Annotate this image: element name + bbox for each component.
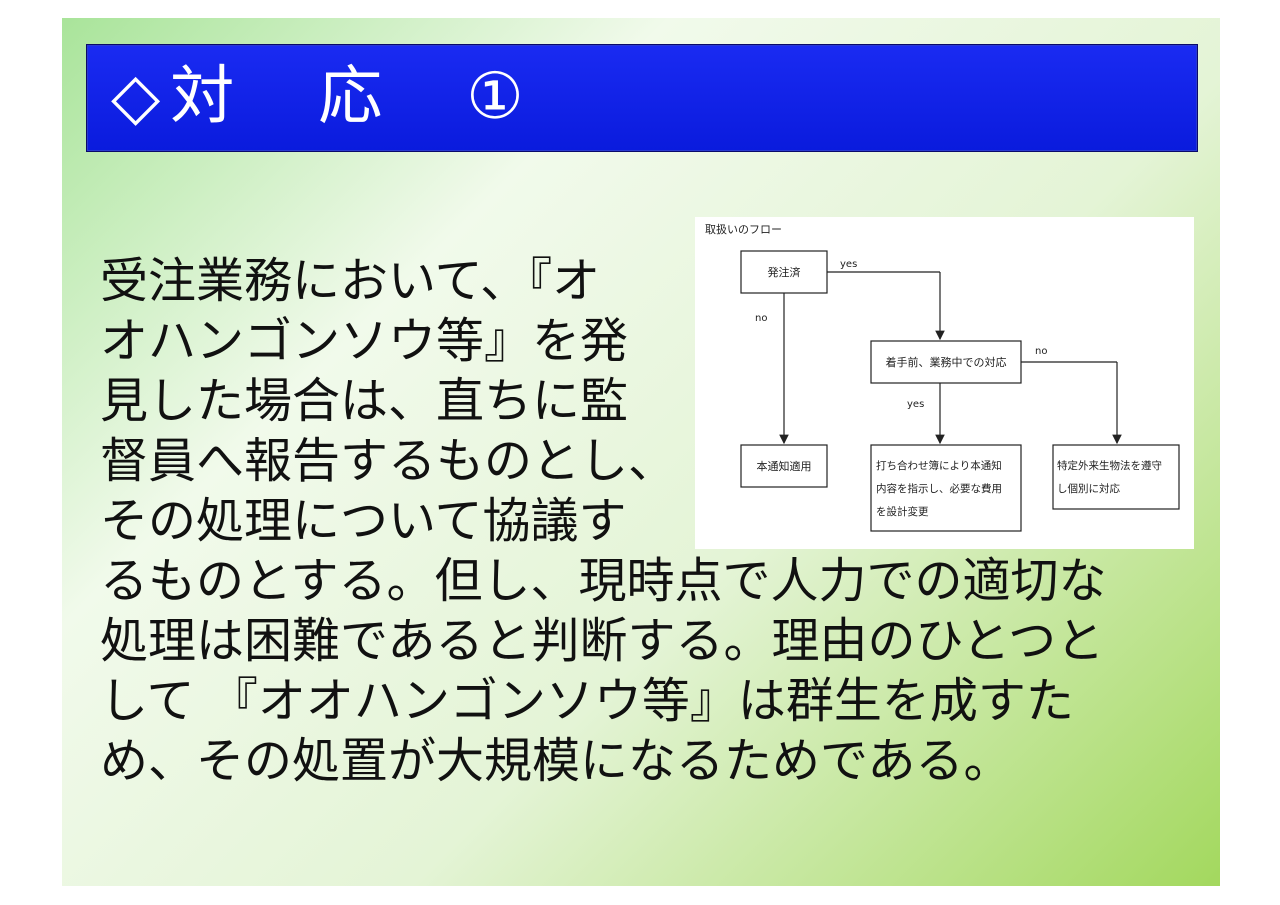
node-meeting-line1: 打ち合わせ簿により本通知 — [876, 459, 1002, 472]
body-line: して 『オオハンゴンソウ等』は群生を成すた — [100, 673, 1074, 729]
node-in-progress-label: 着手前、業務中での対応 — [886, 355, 1007, 369]
node-meeting-line2: 内容を指示し、必要な費用 — [876, 482, 1002, 495]
node-not-applicable — [740, 444, 828, 488]
flowchart: 取扱いのフロー 発注済 yes no 着手前、業務中での対応 no yes 本 — [695, 217, 1194, 549]
node-ordered-label: 発注済 — [768, 265, 801, 279]
node-alien-line2: し個別に対応 — [1057, 482, 1120, 495]
body-line: るものとする。但し、現時点で人力での適切な — [100, 553, 1107, 609]
title-bar: ◇対 応 ① — [86, 44, 1198, 152]
node-meeting — [870, 444, 1022, 532]
node-alien — [1052, 444, 1180, 510]
label-no-1: no — [755, 313, 767, 324]
node-meeting-line3: を設計変更 — [876, 505, 929, 518]
node-alien-line1: 特定外来生物法を遵守 — [1057, 459, 1162, 472]
body-line: 督員へ報告するものとし、 — [100, 433, 677, 489]
body-line: 見した場合は、直ちに監 — [100, 373, 629, 429]
flowchart-heading: 取扱いのフロー — [705, 222, 782, 236]
slide-title: ◇対 応 ① — [111, 60, 534, 134]
node-not-applicable-label: 本通知適用 — [757, 459, 812, 473]
label-yes-2: yes — [907, 399, 924, 410]
label-yes-1: yes — [840, 259, 857, 270]
body-line: オハンゴンソウ等』を発 — [100, 313, 629, 369]
slide: ◇対 応 ① 受注業務において、『オ オハンゴンソウ等』を発 見した場合は、直ち… — [62, 18, 1220, 886]
label-no-2: no — [1035, 346, 1047, 357]
body-text: 受注業務において、『オ オハンゴンソウ等』を発 見した場合は、直ちに監 督員へ報… — [100, 251, 1190, 791]
flowchart-svg: 取扱いのフロー 発注済 yes no 着手前、業務中での対応 no yes 本 — [705, 222, 1180, 532]
body-line: その処理について協議す — [100, 493, 627, 549]
body-line: め、その処置が大規模になるためである。 — [100, 733, 1012, 789]
body-line: 処理は困難であると判断する。理由のひとつと — [100, 613, 1105, 669]
body-line: 受注業務において、『オ — [100, 253, 601, 309]
